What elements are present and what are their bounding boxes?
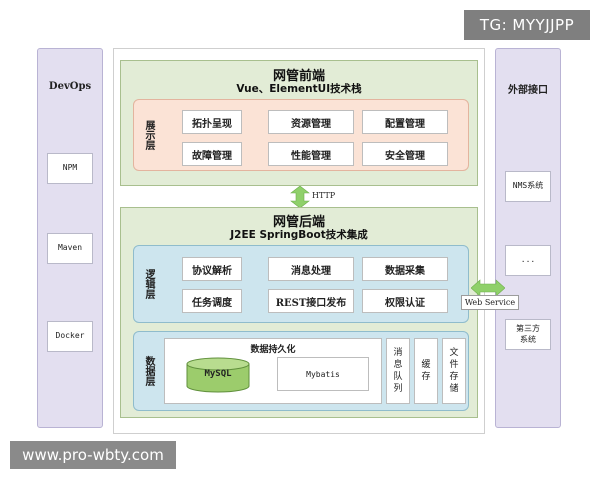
frontend-subtitle: Vue、ElementUI技术栈 (236, 83, 362, 95)
frontend-block: 网管前端 Vue、ElementUI技术栈 展示层 拓扑呈现 资源管理 配置管理… (120, 60, 478, 186)
logic-layer: 逻辑层 协议解析 消息处理 数据采集 任务调度 REST接口发布 权限认证 (133, 245, 469, 323)
presentation-layer: 展示层 拓扑呈现 资源管理 配置管理 故障管理 性能管理 安全管理 (133, 99, 469, 171)
devops-title: DevOps (48, 81, 92, 92)
module-fault-mgmt: 故障管理 (182, 142, 242, 166)
database-icon (186, 357, 250, 393)
devops-column: DevOps NPM Maven Docker (37, 48, 103, 428)
watermark-top: TG: MYYJJPP (464, 10, 590, 40)
module-config-mgmt: 配置管理 (362, 110, 448, 134)
module-message-processing: 消息处理 (268, 257, 354, 281)
external-item-ellipsis: ... (505, 245, 551, 276)
web-service-label: Web Service (461, 295, 519, 310)
web-service-arrow-icon (471, 279, 505, 297)
module-resource-mgmt: 资源管理 (268, 110, 354, 134)
module-auth: 权限认证 (362, 289, 448, 313)
message-queue-box: 消息队列 (386, 338, 410, 404)
presentation-layer-label: 展示层 (143, 120, 154, 150)
devops-item-docker: Docker (47, 321, 93, 352)
module-rest-api: REST接口发布 (268, 289, 354, 313)
cache-label: 缓存 (421, 360, 431, 382)
backend-subtitle: J2EE SpringBoot技术集成 (230, 229, 368, 241)
persistence-box: 数据持久化 MySQL Mybatis (164, 338, 382, 404)
devops-item-maven: Maven (47, 233, 93, 264)
data-layer-label: 数据层 (143, 356, 154, 386)
file-storage-box: 文件存储 (442, 338, 466, 404)
module-data-collection: 数据采集 (362, 257, 448, 281)
module-security-mgmt: 安全管理 (362, 142, 448, 166)
third-party-label: 第三方系统 (516, 324, 540, 344)
logic-layer-label: 逻辑层 (143, 269, 154, 299)
cache-box: 缓存 (414, 338, 438, 404)
module-performance-mgmt: 性能管理 (268, 142, 354, 166)
http-label: HTTP (312, 191, 336, 200)
module-protocol-parsing: 协议解析 (182, 257, 242, 281)
external-item-nms: NMS系统 (505, 171, 551, 202)
mysql-label: MySQL (204, 369, 232, 379)
external-item-third-party: 第三方系统 (505, 319, 551, 350)
watermark-bottom: www.pro-wbty.com (10, 441, 176, 469)
frontend-title: 网管前端 (272, 69, 325, 84)
external-column: 外部接口 NMS系统 ... 第三方系统 (495, 48, 561, 428)
file-storage-label: 文件存储 (449, 348, 459, 394)
devops-item-npm: NPM (47, 153, 93, 184)
backend-block: 网管后端 J2EE SpringBoot技术集成 逻辑层 协议解析 消息处理 数… (120, 207, 478, 418)
mybatis-box: Mybatis (277, 357, 369, 391)
data-layer: 数据层 数据持久化 MySQL Mybatis 消息队列 缓存 文件存储 (133, 331, 469, 411)
module-topology: 拓扑呈现 (182, 110, 242, 134)
persistence-title: 数据持久化 (250, 345, 296, 355)
module-task-scheduling: 任务调度 (182, 289, 242, 313)
external-title: 外部接口 (508, 85, 548, 96)
message-queue-label: 消息队列 (393, 348, 403, 394)
http-arrow-icon (290, 186, 310, 208)
backend-title: 网管后端 (272, 215, 325, 230)
